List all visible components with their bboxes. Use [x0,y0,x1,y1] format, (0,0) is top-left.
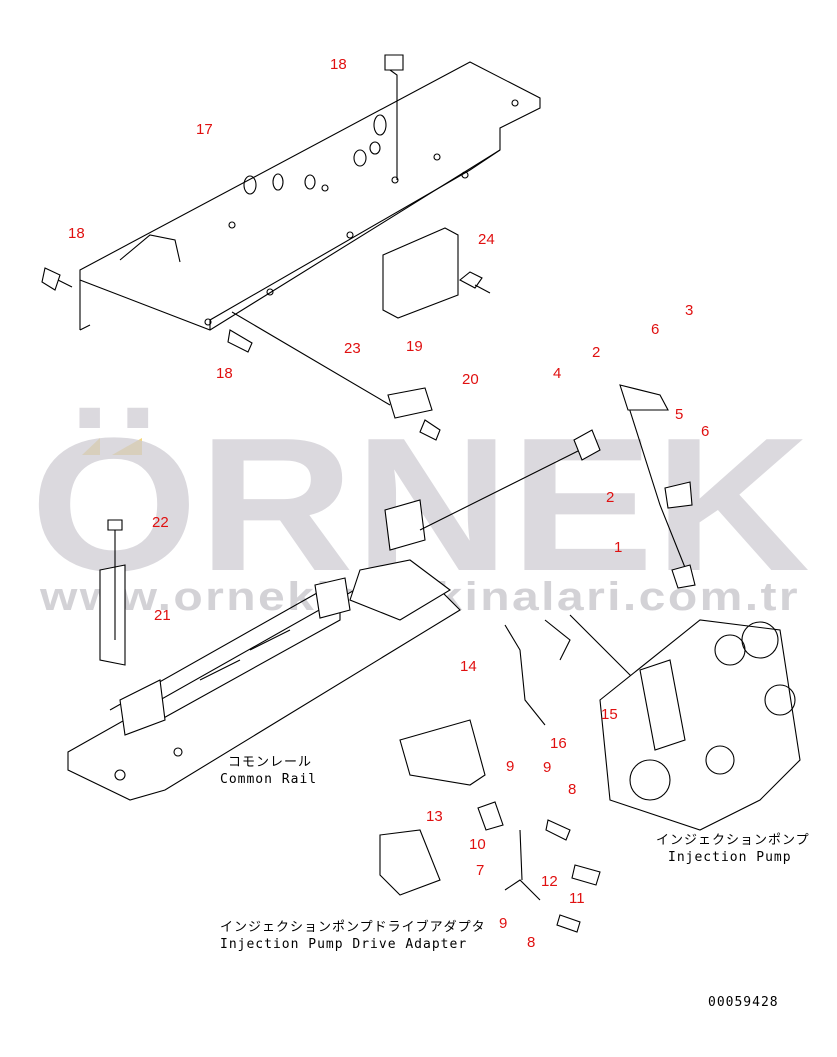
callout-4: 4 [553,365,561,382]
pipe-assembly [419,384,696,726]
callout-22: 22 [152,514,169,531]
callout-18: 18 [216,365,233,382]
callout-10: 10 [469,836,486,853]
callout-18: 18 [68,225,85,242]
callout-6: 6 [651,321,659,338]
callout-8: 8 [568,781,576,798]
injection-pump-drawing [599,619,801,831]
callout-8: 8 [527,934,535,951]
frame-bracket [79,61,541,331]
bolts [41,54,491,441]
captions: コモンレール Common Rail インジェクションポンプ Injection… [220,755,810,1010]
callout-6: 6 [701,423,709,440]
callout-1: 1 [614,539,622,556]
callout-5: 5 [675,406,683,423]
caption-injection-pump-en: Injection Pump [668,850,792,865]
watermark-accent [82,438,100,455]
callout-14: 14 [460,658,477,675]
callouts: 18 17 18 24 23 19 18 20 4 2 6 3 5 6 2 1 … [68,56,709,951]
callout-21: 21 [154,607,171,624]
callout-2: 2 [606,489,614,506]
callout-2: 2 [592,344,600,361]
callout-7: 7 [476,862,484,879]
caption-injection-pump-jp: インジェクションポンプ [656,833,810,848]
callout-12: 12 [541,873,558,890]
drive-adapter-drawing [379,719,601,933]
callout-16: 16 [550,735,567,752]
callout-19: 19 [406,338,423,355]
callout-17: 17 [196,121,213,138]
callout-11: 11 [569,890,585,907]
caption-common-rail-en: Common Rail [220,772,317,787]
caption-common-rail-jp: コモンレール [228,755,312,770]
callout-9: 9 [543,759,551,776]
caption-drive-adapter-jp: インジェクションポンプドライブアダプタ [220,919,486,935]
drawing-number: 00059428 [708,995,779,1010]
caption-drive-adapter-en: Injection Pump Drive Adapter [220,937,467,952]
callout-9: 9 [499,915,507,932]
callout-3: 3 [685,302,693,319]
common-rail-drawing [67,499,461,801]
callout-24: 24 [478,231,495,248]
callout-18: 18 [330,56,347,73]
callout-23: 23 [344,340,361,357]
callout-9: 9 [506,758,514,775]
callout-13: 13 [426,808,443,825]
plate-23 [382,227,459,319]
callout-20: 20 [462,371,479,388]
watermark-accent [112,438,142,455]
callout-15: 15 [601,706,618,723]
